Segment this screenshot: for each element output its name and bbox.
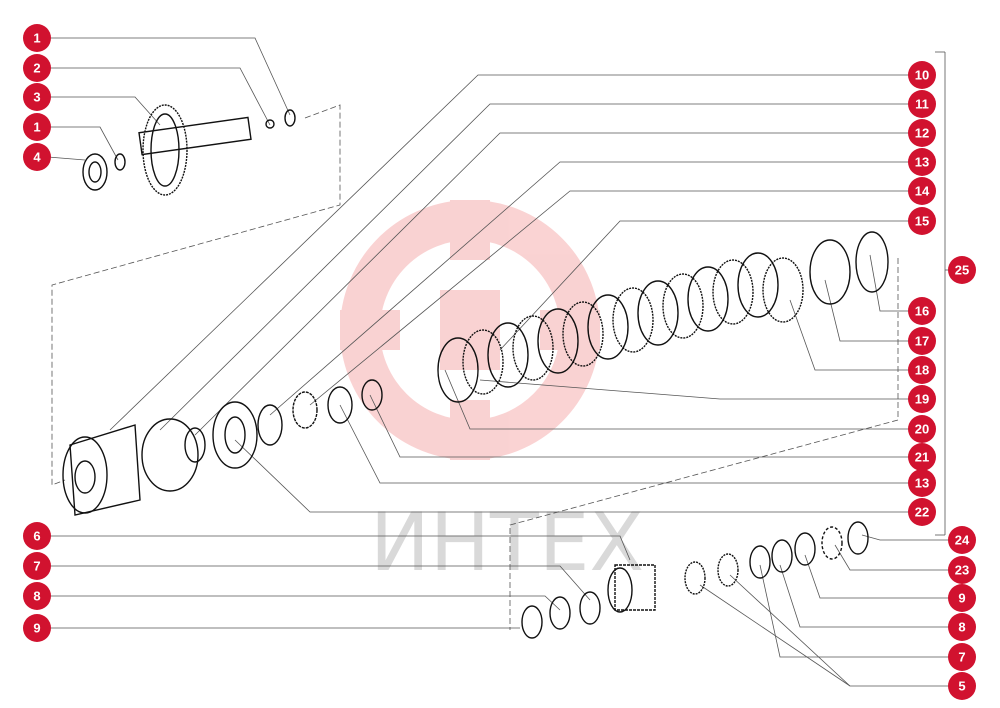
svg-text:6: 6 (33, 529, 40, 544)
callout-9-left: 9 (23, 614, 51, 642)
seal-ring-inner (257, 404, 283, 446)
callout-8-right: 8 (948, 613, 976, 641)
svg-text:11: 11 (915, 97, 929, 112)
watermark-text: ИНТЕХ (370, 496, 644, 589)
leader-lines (47, 37, 955, 687)
svg-text:8: 8 (958, 620, 965, 635)
callout-21: 21 (908, 443, 936, 471)
callout-23: 23 (948, 556, 976, 584)
needle-bearing-2 (717, 553, 739, 587)
seal-ring-small (184, 427, 206, 463)
piston (212, 401, 258, 469)
lock-washer (821, 526, 843, 560)
washer-9 (521, 605, 543, 639)
watermark-logo (340, 200, 600, 460)
washer-9b (794, 532, 816, 566)
callout-13-bottom: 13 (908, 469, 936, 497)
pressure-plate (809, 239, 851, 305)
callout-7-left: 7 (23, 552, 51, 580)
callout-11: 11 (908, 90, 936, 118)
idler-gear-assembly (521, 521, 869, 639)
svg-text:8: 8 (33, 589, 40, 604)
svg-text:13: 13 (915, 155, 929, 170)
svg-text:13: 13 (915, 476, 929, 491)
needle-bearing-1 (684, 561, 706, 595)
callout-6: 6 (23, 522, 51, 550)
callout-5: 5 (948, 672, 976, 700)
callout-13-top: 13 (908, 148, 936, 176)
svg-text:21: 21 (915, 450, 929, 465)
callout-2: 2 (23, 54, 51, 82)
svg-text:10: 10 (915, 68, 929, 83)
callout-17: 17 (908, 327, 936, 355)
snap-ring-1 (284, 109, 296, 127)
callout-14: 14 (908, 177, 936, 205)
callout-18: 18 (908, 356, 936, 384)
svg-text:16: 16 (915, 304, 929, 319)
svg-text:12: 12 (915, 126, 929, 141)
shaft (138, 116, 252, 156)
idler-gear (614, 564, 656, 611)
svg-text:3: 3 (33, 90, 40, 105)
callout-16: 16 (908, 297, 936, 325)
callout-1-bottom: 1 (23, 113, 51, 141)
svg-text:4: 4 (33, 150, 41, 165)
svg-text:1: 1 (33, 120, 40, 135)
svg-text:9: 9 (958, 591, 965, 606)
svg-text:19: 19 (915, 392, 929, 407)
bearing (82, 153, 108, 191)
snap-ring-2 (114, 153, 126, 171)
svg-text:1: 1 (33, 31, 40, 46)
svg-text:7: 7 (33, 559, 40, 574)
clutch-disc-stack (437, 231, 889, 403)
svg-text:24: 24 (955, 533, 970, 548)
nut (847, 521, 869, 555)
svg-text:17: 17 (915, 334, 929, 349)
seal-ring-large (141, 418, 199, 492)
callout-8-left: 8 (23, 582, 51, 610)
clutch-assembly (62, 379, 383, 516)
washer-7b (749, 545, 771, 579)
output-shaft-assembly (82, 104, 296, 196)
retainer (327, 386, 353, 424)
svg-text:14: 14 (915, 184, 930, 199)
snap-ring-retainer (361, 379, 383, 411)
key-pin (265, 119, 275, 129)
callout-19: 19 (908, 385, 936, 413)
spring-pack (292, 391, 318, 429)
callout-10: 10 (908, 61, 936, 89)
callout-1-top: 1 (23, 24, 51, 52)
gear (142, 104, 188, 196)
callout-20: 20 (908, 415, 936, 443)
callout-22: 22 (908, 498, 936, 526)
svg-text:20: 20 (915, 422, 929, 437)
svg-text:22: 22 (915, 505, 929, 520)
washer-7 (579, 591, 601, 625)
callout-4: 4 (23, 143, 51, 171)
washer-8b (771, 539, 793, 573)
callout-24: 24 (948, 526, 976, 554)
svg-text:2: 2 (33, 61, 40, 76)
callout-12: 12 (908, 119, 936, 147)
svg-text:7: 7 (958, 650, 965, 665)
callout-15: 15 (908, 207, 936, 235)
svg-text:15: 15 (915, 214, 929, 229)
callout-7-right: 7 (948, 643, 976, 671)
washer-8 (549, 596, 571, 630)
clutch-drum (69, 424, 141, 516)
callout-25: 25 (948, 256, 976, 284)
snap-ring-large (855, 231, 889, 293)
svg-text:18: 18 (915, 363, 929, 378)
svg-text:25: 25 (955, 263, 969, 278)
callout-9-right: 9 (948, 584, 976, 612)
callout-3: 3 (23, 83, 51, 111)
svg-text:23: 23 (955, 563, 969, 578)
svg-text:5: 5 (958, 679, 965, 694)
svg-text:9: 9 (33, 621, 40, 636)
